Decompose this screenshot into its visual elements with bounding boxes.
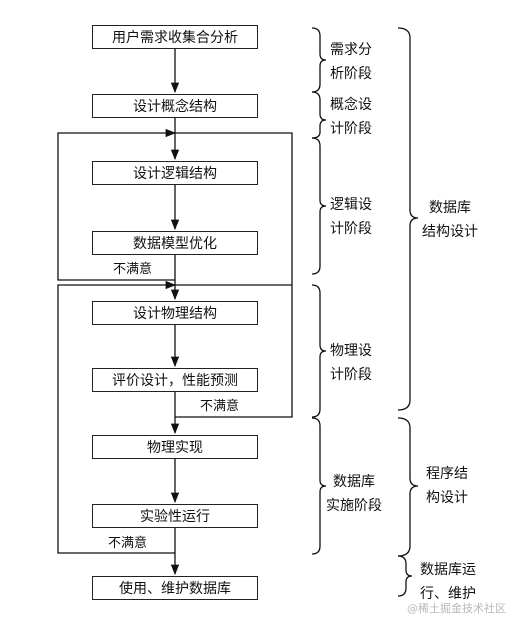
phase-label-line: 数据库 (333, 474, 375, 490)
phase-label-logical: 逻辑设 计阶段 (330, 193, 372, 241)
feedback-label-3: 不满意 (108, 536, 148, 551)
step-physical-implementation: 物理实现 (92, 435, 258, 459)
brace-phase-4 (311, 284, 327, 418)
phase-label-line: 概念设 (330, 97, 372, 113)
phase-label-conceptual: 概念设 计阶段 (330, 93, 372, 141)
group-label-line: 数据库 (429, 200, 471, 216)
brace-group-2 (397, 417, 419, 557)
phase-label-line: 逻辑设 (330, 197, 372, 213)
feedback-loop-physical (175, 132, 293, 418)
phase-label-line: 析阶段 (330, 66, 372, 82)
group-label-line: 结构设计 (422, 224, 478, 240)
phase-label-line: 物理设 (330, 343, 372, 359)
brace-phase-1 (311, 27, 327, 93)
group-label-structure-design: 数据库 结构设计 (422, 196, 478, 244)
phase-label-line: 计阶段 (330, 121, 372, 137)
group-label-program-design: 程序结 构设计 (426, 462, 468, 510)
step-conceptual-design: 设计概念结构 (92, 94, 258, 118)
group-label-line: 行、维护 (420, 586, 476, 602)
brace-group-3 (397, 555, 413, 597)
group-label-line: 数据库运 (420, 562, 476, 578)
feedback-label-1: 不满意 (113, 262, 153, 277)
brace-phase-3 (311, 137, 327, 275)
step-requirements: 用户需求收集合分析 (92, 25, 258, 49)
group-label-operation: 数据库运 行、维护 (420, 558, 476, 606)
phase-label-line: 计阶段 (330, 367, 372, 383)
step-use-maintain: 使用、维护数据库 (92, 576, 258, 600)
phase-label-line: 实施阶段 (326, 498, 382, 514)
phase-label-line: 计阶段 (330, 221, 372, 237)
brace-phase-5 (311, 417, 327, 555)
phase-label-line: 需求分 (330, 42, 372, 58)
step-evaluate-design: 评价设计，性能预测 (92, 368, 258, 392)
step-physical-design: 设计物理结构 (92, 301, 258, 325)
feedback-loop-logic (57, 128, 177, 281)
step-logical-design: 设计逻辑结构 (92, 161, 258, 185)
phase-label-requirements: 需求分 析阶段 (330, 38, 372, 86)
brace-group-1 (397, 27, 419, 411)
phase-label-implementation: 数据库 实施阶段 (326, 470, 382, 518)
watermark: @稀土掘金技术社区 (407, 602, 506, 615)
phase-label-physical: 物理设 计阶段 (330, 339, 372, 387)
step-data-model-optimization: 数据模型优化 (92, 231, 258, 255)
feedback-label-2: 不满意 (200, 399, 240, 414)
group-label-line: 构设计 (426, 490, 468, 506)
group-label-line: 程序结 (426, 466, 468, 482)
feedback-loop-implementation (57, 280, 177, 554)
brace-phase-2 (311, 91, 327, 139)
step-trial-run: 实验性运行 (92, 504, 258, 528)
